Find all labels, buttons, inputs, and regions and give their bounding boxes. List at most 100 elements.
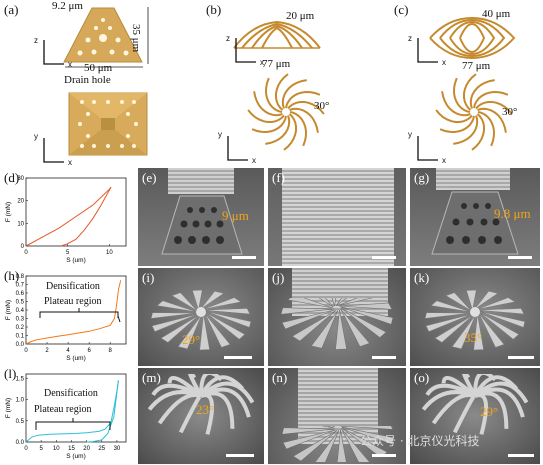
- plot-frame: [25, 177, 127, 247]
- y-tick-label: 0.4: [16, 308, 25, 314]
- x-tick-label: 5: [66, 250, 70, 256]
- fan-blade: [340, 307, 387, 339]
- panel-e-label: (e): [142, 170, 157, 185]
- panel-k-angle: 35°: [464, 330, 483, 345]
- panel-h-densification: Densification: [46, 281, 100, 292]
- panel-b-top: [247, 73, 325, 151]
- panel-a-width-arrow: [65, 66, 143, 68]
- x-axis-label: S (um): [66, 453, 86, 460]
- panel-g-label: (g): [414, 170, 430, 185]
- spiral-arm: [253, 91, 283, 117]
- panel-c-axis-x: x: [442, 58, 446, 67]
- panel-b-axis-z: z: [226, 34, 230, 43]
- fan-blade: [339, 302, 393, 310]
- scalebar: [226, 454, 254, 457]
- x-tick-label: 15: [68, 446, 75, 452]
- spiral-arm: [264, 77, 283, 113]
- fan-blade: [335, 298, 348, 306]
- fan-blade: [424, 312, 472, 319]
- panel-c-axes-2: [417, 136, 438, 161]
- scalebar: [224, 356, 252, 359]
- fan-blade: [462, 374, 477, 397]
- series-line: [25, 280, 122, 345]
- y-tick-label: 0.2: [16, 325, 25, 331]
- spiral-arm: [477, 111, 496, 147]
- fan-blade: [282, 429, 336, 450]
- x-tick-label: 10: [106, 250, 113, 256]
- panel-c-label: (c): [394, 2, 409, 17]
- fan-blade: [188, 374, 203, 397]
- scalebar: [508, 356, 534, 359]
- fan-blade: [425, 313, 473, 332]
- spiral-arm: [452, 77, 471, 113]
- fan-blade: [280, 307, 334, 315]
- fan-blade: [160, 314, 201, 343]
- x-tick-label: 0: [24, 348, 28, 354]
- y-tick-label: 0.5: [16, 419, 25, 425]
- panel-b-axis-x: x: [260, 58, 264, 67]
- panel-a-dim-height: 35 μm: [130, 24, 142, 53]
- x-tick-label: 6: [87, 348, 91, 354]
- panel-n-label: (n): [272, 370, 288, 385]
- x-tick-label: 0: [24, 250, 28, 256]
- panel-a-dim-top: 9.2 μm: [52, 0, 83, 12]
- fan-blade: [452, 393, 477, 434]
- panel-b-dim-width: 77 μm: [262, 58, 291, 70]
- scalebar: [508, 256, 532, 259]
- spiral-arm: [435, 109, 473, 123]
- spiral-arm: [281, 79, 307, 109]
- panel-c-angle: 30°: [502, 106, 518, 118]
- panel-o-angle: 29°: [480, 404, 499, 419]
- panel-c-side: [429, 16, 516, 60]
- y-tick-label: 1.0: [16, 398, 25, 404]
- panel-c-axis-z: z: [408, 34, 412, 43]
- series-line: [86, 380, 119, 443]
- sem-k: [410, 268, 540, 366]
- panel-b-side: [233, 20, 321, 49]
- panel-b-dim-height: 20 μm: [286, 10, 315, 22]
- panel-g-measure: 9.8 μm: [494, 206, 531, 221]
- spiral-arm: [463, 73, 477, 111]
- spiral-arm: [287, 101, 325, 115]
- fan-blade: [451, 314, 477, 350]
- spiral-arm: [275, 73, 289, 111]
- fan-blade: [478, 310, 526, 328]
- y-axis-label: F (mN): [5, 202, 12, 222]
- fan-blade: [204, 312, 231, 348]
- panel-b-label: (b): [206, 2, 222, 17]
- panel-b-angle: 30°: [314, 100, 330, 112]
- panel-b-axes-1: [235, 38, 256, 63]
- fan-blade: [473, 381, 529, 404]
- scalebar: [508, 454, 534, 457]
- panel-c-axes-1: [417, 38, 438, 63]
- spiral-arm: [283, 113, 297, 151]
- fan-blade: [151, 313, 199, 332]
- panel-m-label: (m): [142, 370, 161, 385]
- series-line: [60, 186, 112, 247]
- panel-b-axes-2: [227, 136, 248, 161]
- panel-o-label: (o): [414, 370, 430, 385]
- fan-blade: [203, 308, 251, 315]
- panel-b-axis-x2: x: [252, 156, 256, 165]
- y-tick-label: 0.8: [16, 274, 25, 280]
- y-tick-label: 1.5: [16, 376, 25, 382]
- spiral-arm: [471, 113, 485, 151]
- fan-blade: [465, 289, 477, 311]
- watermark: 公众号 · 北京仪光科技: [360, 434, 480, 448]
- panel-l-bracket: [35, 418, 111, 430]
- fan-blade: [204, 310, 252, 328]
- spiral-arm: [289, 111, 308, 147]
- fan-blade: [314, 430, 340, 462]
- panel-a-axis-x2: x: [68, 158, 72, 167]
- y-axis-label: F (mN): [5, 300, 12, 320]
- fan-blade: [336, 429, 347, 462]
- panel-c-dim-height: 40 μm: [482, 8, 511, 20]
- sem-i: [138, 268, 264, 366]
- panel-a-axis-y: y: [34, 132, 38, 141]
- fan-blade: [335, 309, 348, 350]
- x-tick-label: 20: [83, 446, 90, 452]
- fan-blade: [321, 426, 335, 429]
- panel-k-label: (k): [414, 270, 430, 285]
- fan-blade: [441, 375, 477, 398]
